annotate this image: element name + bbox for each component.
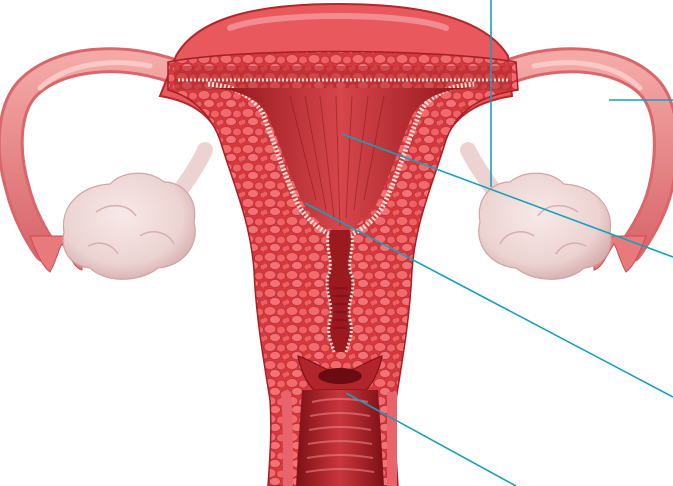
left-ovary — [63, 150, 205, 279]
right-ovary — [468, 150, 611, 279]
uterus-body — [160, 4, 518, 486]
